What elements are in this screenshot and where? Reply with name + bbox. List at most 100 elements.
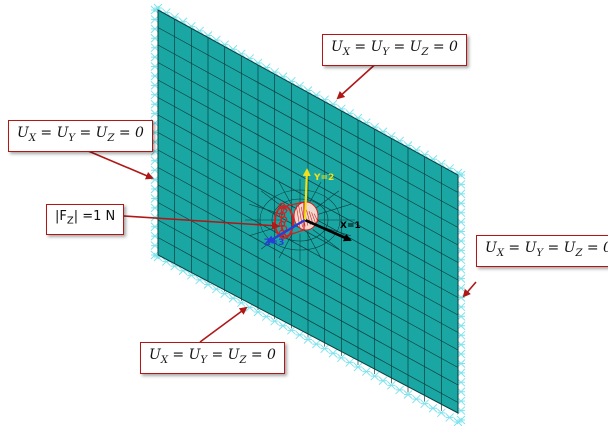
- mesh-line: [157, 237, 459, 403]
- support-symbol: [150, 212, 160, 222]
- support-symbol: [150, 5, 160, 15]
- support-symbol: [253, 307, 263, 317]
- support-symbol: [456, 330, 466, 340]
- x-axis-label: X=1: [340, 221, 361, 231]
- z-axis-label: Z=3: [264, 238, 284, 248]
- support-symbol: [150, 231, 160, 241]
- support-symbol: [456, 208, 466, 218]
- mesh-line: [157, 27, 459, 193]
- support-symbol: [370, 371, 380, 381]
- support-symbol: [456, 415, 466, 425]
- support-symbol: [286, 325, 296, 335]
- leader-line: [123, 215, 280, 230]
- x-axis-arrow: [304, 218, 352, 242]
- support-symbol: [456, 387, 466, 397]
- support-symbol: [456, 368, 466, 378]
- mesh-line: [157, 44, 459, 211]
- mesh-line: [157, 149, 459, 316]
- support-symbol: [150, 33, 160, 43]
- support-symbol: [456, 246, 466, 255]
- support-symbol: [150, 118, 160, 128]
- mesh-line: [157, 202, 459, 368]
- mesh-line: [157, 79, 459, 246]
- refined-mesh: [245, 178, 355, 262]
- refined-mesh-line: [249, 203, 284, 216]
- support-symbol: [456, 170, 466, 180]
- support-symbol: [428, 403, 438, 413]
- support-symbol: [150, 62, 160, 71]
- leader-line: [336, 59, 381, 100]
- support-symbol: [270, 316, 280, 326]
- support-symbol: [436, 408, 446, 418]
- hatch-line: [311, 212, 316, 224]
- support-symbol: [456, 180, 466, 189]
- support-symbol: [278, 321, 288, 331]
- leader-line: [199, 306, 248, 343]
- support-symbol: [395, 385, 405, 395]
- support-symbol: [150, 15, 160, 24]
- bc-label-bottom: UX = UY = UZ = 0: [140, 342, 285, 374]
- support-symbol: [150, 99, 160, 109]
- support-symbol: [456, 340, 466, 349]
- support-symbol: [420, 399, 430, 409]
- support-symbol: [456, 217, 466, 227]
- coordinate-axes: X=1 Y=2 Z=3: [264, 168, 361, 248]
- hatch-line: [298, 205, 303, 228]
- bc-label-left: UX = UY = UZ = 0: [8, 120, 153, 152]
- support-symbol: [336, 353, 346, 363]
- support-symbol: [150, 184, 160, 194]
- hatch-line: [313, 213, 319, 223]
- support-symbol: [150, 43, 160, 53]
- support-symbol: [261, 312, 271, 321]
- support-symbol: [150, 194, 160, 203]
- support-symbol: [245, 303, 255, 312]
- support-symbol: [150, 128, 160, 137]
- support-symbol: [456, 377, 466, 387]
- support-symbol: [456, 396, 466, 406]
- refined-mesh-line: [260, 190, 288, 211]
- refined-mesh-line: [312, 229, 340, 250]
- support-symbol: [456, 264, 466, 274]
- support-symbol: [456, 321, 466, 331]
- support-symbol: [236, 298, 246, 308]
- z-axis-arrow: [266, 219, 306, 244]
- refined-mesh-line: [312, 190, 340, 211]
- support-symbol: [303, 335, 313, 344]
- bc-label-top: UX = UY = UZ = 0: [322, 34, 467, 66]
- mesh-line: [157, 167, 459, 333]
- mesh-line: [157, 219, 459, 386]
- support-symbol: [456, 274, 466, 284]
- bc-label-right: UX = UY = UZ = 0: [476, 235, 608, 267]
- leader-line: [462, 281, 477, 298]
- support-symbol: [150, 24, 160, 34]
- support-symbol: [456, 349, 466, 359]
- refined-mesh-line: [278, 232, 294, 259]
- support-symbol: [150, 137, 160, 147]
- refined-mesh-ring: [259, 189, 341, 251]
- hatch-line: [308, 210, 314, 225]
- support-symbol: [150, 71, 160, 81]
- refined-mesh-line: [316, 203, 351, 216]
- support-symbol: [311, 339, 321, 349]
- support-symbol: [150, 203, 160, 213]
- support-symbol: [345, 358, 355, 367]
- support-symbol: [320, 344, 330, 354]
- support-symbol: [150, 81, 160, 90]
- support-symbol: [411, 394, 421, 404]
- support-symbol: [295, 330, 305, 340]
- support-symbol: [150, 250, 160, 260]
- refined-mesh-line: [306, 232, 322, 259]
- support-symbol: [150, 109, 160, 119]
- support-symbol: [150, 90, 160, 100]
- support-symbol: [456, 302, 466, 312]
- refined-mesh-line: [278, 181, 294, 208]
- refined-mesh-ring: [271, 198, 329, 242]
- support-symbol: [456, 255, 466, 265]
- support-symbol: [150, 146, 160, 156]
- support-symbol: [361, 367, 371, 376]
- mesh-line: [157, 97, 459, 263]
- support-symbol: [378, 376, 388, 386]
- support-symbol: [403, 390, 413, 399]
- support-symbol: [445, 413, 455, 422]
